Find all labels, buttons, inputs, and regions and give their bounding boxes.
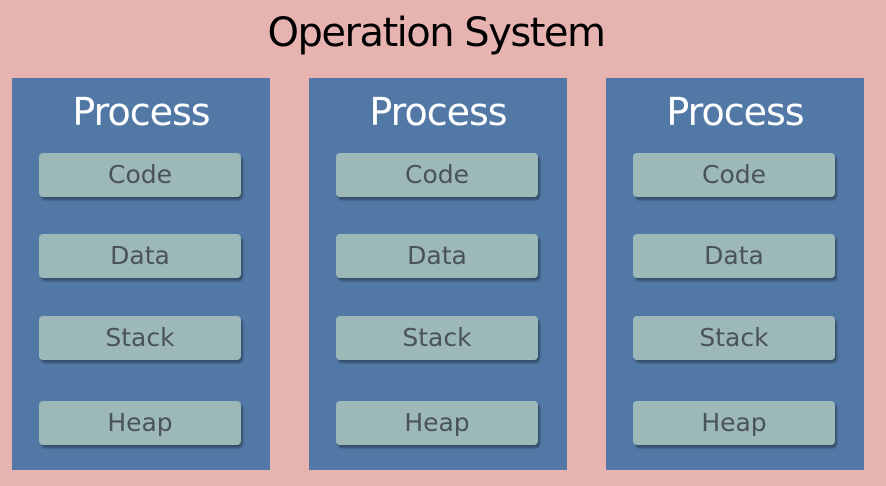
stack-segment: Stack (633, 316, 835, 360)
code-segment: Code (336, 153, 538, 197)
process-label: Process (666, 90, 804, 134)
stack-segment: Stack (39, 316, 241, 360)
data-segment: Data (39, 234, 241, 278)
stack-segment: Stack (336, 316, 538, 360)
process-box: Process Code Data Stack Heap (309, 78, 567, 470)
process-box: Process Code Data Stack Heap (606, 78, 864, 470)
heap-segment: Heap (633, 401, 835, 445)
process-label: Process (369, 90, 507, 134)
code-segment: Code (39, 153, 241, 197)
diagram-title: Operation System (267, 10, 606, 56)
heap-segment: Heap (39, 401, 241, 445)
process-label: Process (72, 90, 210, 134)
data-segment: Data (336, 234, 538, 278)
heap-segment: Heap (336, 401, 538, 445)
code-segment: Code (633, 153, 835, 197)
process-box: Process Code Data Stack Heap (12, 78, 270, 470)
data-segment: Data (633, 234, 835, 278)
